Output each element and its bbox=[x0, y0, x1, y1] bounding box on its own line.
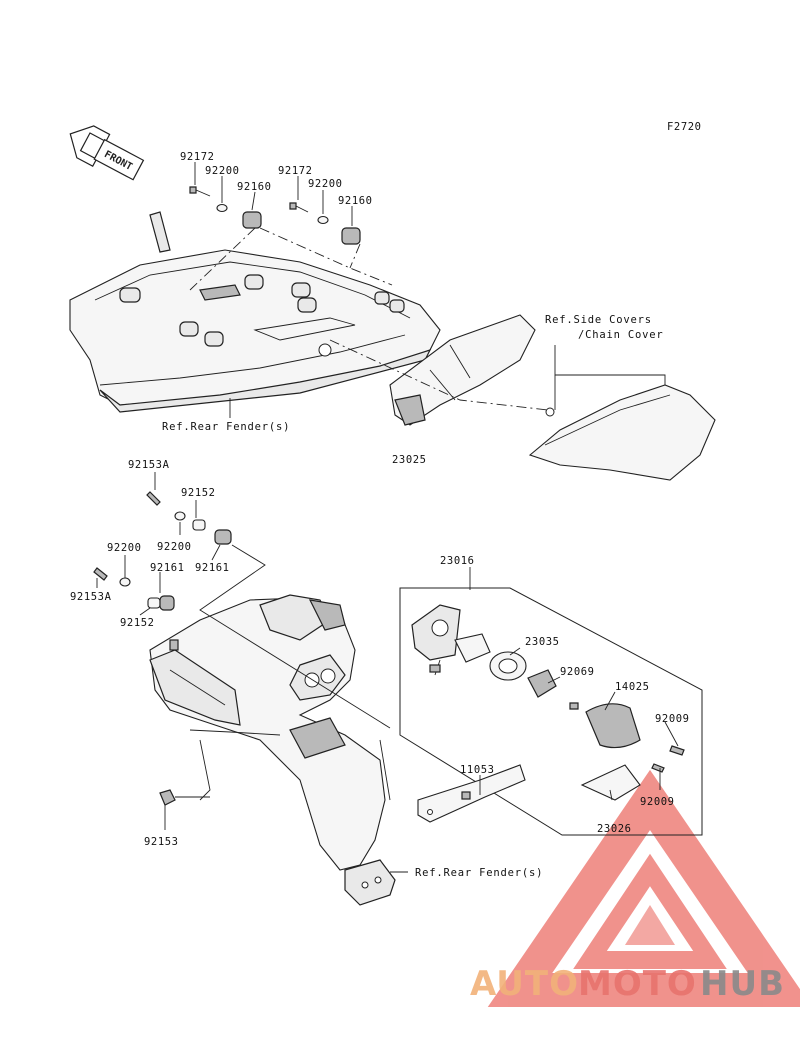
part-number-labels: 92172 92200 92160 92172 92200 92160 2302… bbox=[70, 151, 690, 848]
figure-code: F2720 bbox=[667, 121, 702, 133]
label-23016: 23016 bbox=[440, 555, 475, 567]
watermark-logo bbox=[487, 769, 800, 1007]
label-14025: 14025 bbox=[615, 681, 650, 693]
label-92161-right: 92161 bbox=[195, 562, 230, 574]
rear-frame-drawing bbox=[69, 211, 441, 413]
label-92161-left: 92161 bbox=[150, 562, 185, 574]
label-92153A-top: 92153A bbox=[128, 459, 170, 471]
rear-fender-drawing bbox=[149, 594, 396, 906]
top-leader-lines bbox=[189, 162, 666, 418]
ref-side-covers-line1: Ref.Side Covers bbox=[545, 314, 652, 326]
watermark-moto: MOTO bbox=[578, 964, 697, 1004]
label-92200-mid-right: 92200 bbox=[157, 541, 192, 553]
license-bracket-11053-drawing bbox=[417, 764, 526, 823]
watermark-hub: HUB bbox=[700, 964, 785, 1004]
bottom-leader-lines bbox=[96, 472, 679, 873]
front-arrow-icon bbox=[69, 125, 111, 168]
label-23035: 23035 bbox=[525, 636, 560, 648]
label-92200-top-right: 92200 bbox=[308, 178, 343, 190]
ref-side-covers-line2: /Chain Cover bbox=[578, 329, 663, 341]
label-92172-right: 92172 bbox=[278, 165, 313, 177]
label-92153: 92153 bbox=[144, 836, 179, 848]
label-23025: 23025 bbox=[392, 454, 427, 466]
ref-rear-fender-top: Ref.Rear Fender(s) bbox=[162, 421, 290, 433]
bottom-fasteners bbox=[93, 491, 232, 806]
front-arrow: FRONT bbox=[69, 125, 145, 181]
label-92200-mid-left: 92200 bbox=[107, 542, 142, 554]
watermark-auto: AUTO bbox=[470, 964, 579, 1004]
label-92152-top: 92152 bbox=[181, 487, 216, 499]
tail-cover-23025-drawing bbox=[389, 314, 536, 426]
label-92160-left: 92160 bbox=[237, 181, 272, 193]
label-92009-top: 92009 bbox=[655, 713, 690, 725]
watermark-text: AUTO MOTO HUB bbox=[470, 964, 785, 1004]
top-fasteners bbox=[189, 186, 361, 245]
reference-labels: Ref.Side Covers /Chain Cover Ref.Rear Fe… bbox=[162, 314, 663, 879]
label-23026: 23026 bbox=[597, 823, 632, 835]
label-92172-left: 92172 bbox=[180, 151, 215, 163]
light-assembly-box bbox=[399, 587, 703, 836]
side-cover-drawing bbox=[528, 384, 716, 481]
ref-rear-fender-bottom: Ref.Rear Fender(s) bbox=[415, 867, 543, 879]
label-92153A-bottom: 92153A bbox=[70, 591, 112, 603]
label-92152-bottom: 92152 bbox=[120, 617, 155, 629]
label-92009-bottom: 92009 bbox=[640, 796, 675, 808]
label-11053: 11053 bbox=[460, 764, 495, 776]
label-92160-right: 92160 bbox=[338, 195, 373, 207]
label-92069: 92069 bbox=[560, 666, 595, 678]
label-92200-top-left: 92200 bbox=[205, 165, 240, 177]
watermark-triangle-icon bbox=[487, 769, 800, 1007]
